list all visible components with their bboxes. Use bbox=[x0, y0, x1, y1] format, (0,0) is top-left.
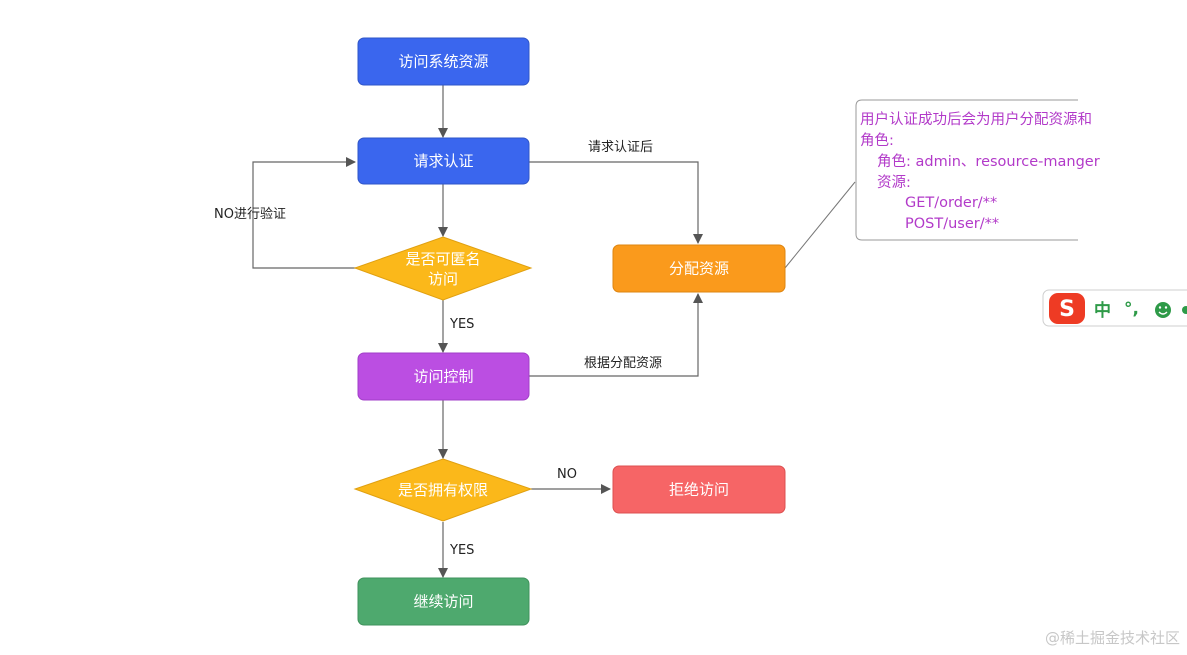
note-line-2: 角色: bbox=[860, 132, 894, 149]
node-continue-access[interactable]: 继续访问 bbox=[357, 577, 530, 626]
ime-more-icon[interactable] bbox=[1182, 306, 1187, 314]
ime-mode-toggle[interactable]: 中 bbox=[1094, 300, 1111, 321]
edge-anonymous-no-loop bbox=[252, 157, 356, 269]
note-line-1: 用户认证成功后会为用户分配资源和 bbox=[860, 111, 1092, 128]
ime-toolbar[interactable]: S 中 °, bbox=[1042, 289, 1187, 327]
edge-labels: 请求认证后 NO进行验证 YES 根据分配资源 NO YES bbox=[214, 140, 662, 558]
node-permission-check-label: 是否拥有权限 bbox=[398, 481, 488, 499]
label-after-auth: 请求认证后 bbox=[588, 140, 653, 155]
node-continue-access-label: 继续访问 bbox=[413, 593, 473, 611]
node-access-control-label: 访问控制 bbox=[413, 368, 473, 386]
ime-logo-icon: S bbox=[1049, 293, 1085, 324]
node-assign-resource[interactable]: 分配资源 bbox=[612, 244, 786, 293]
node-deny-access-label: 拒绝访问 bbox=[669, 481, 729, 499]
node-anonymous-check-label-1: 是否可匿名 bbox=[405, 250, 480, 268]
node-request-auth-label: 请求认证 bbox=[413, 152, 473, 170]
label-no-verify: NO进行验证 bbox=[214, 206, 286, 222]
label-no-permission: NO bbox=[557, 467, 577, 482]
node-permission-check[interactable]: 是否拥有权限 bbox=[353, 458, 533, 522]
smiley-icon[interactable] bbox=[1155, 302, 1171, 318]
node-access-control[interactable]: 访问控制 bbox=[357, 352, 530, 401]
annotation-note: 用户认证成功后会为用户分配资源和 角色: 角色: admin、resource-… bbox=[855, 99, 1100, 241]
node-anonymous-check-label-2: 访问 bbox=[428, 270, 458, 288]
note-line-3: 角色: admin、resource-manger bbox=[877, 153, 1100, 170]
note-line-6: POST/user/** bbox=[905, 216, 999, 232]
edges bbox=[252, 85, 856, 578]
node-anonymous-check[interactable]: 是否可匿名 访问 bbox=[353, 236, 533, 301]
label-yes-anonymous: YES bbox=[449, 317, 474, 332]
watermark: @稀土掘金技术社区 bbox=[1045, 629, 1180, 647]
ime-logo-letter: S bbox=[1059, 297, 1075, 322]
label-by-assigned: 根据分配资源 bbox=[584, 356, 662, 371]
node-request-auth[interactable]: 请求认证 bbox=[357, 137, 530, 185]
note-line-4: 资源: bbox=[877, 174, 911, 191]
edge-assign-to-note bbox=[784, 181, 856, 269]
label-yes-permission: YES bbox=[449, 543, 474, 558]
node-access-system-resource-label: 访问系统资源 bbox=[398, 53, 488, 71]
ime-punct-toggle[interactable]: °, bbox=[1124, 299, 1139, 319]
edge-auth-to-assign bbox=[529, 161, 703, 244]
node-deny-access[interactable]: 拒绝访问 bbox=[612, 465, 786, 514]
note-line-5: GET/order/** bbox=[905, 195, 997, 211]
node-access-system-resource[interactable]: 访问系统资源 bbox=[357, 37, 530, 86]
node-assign-resource-label: 分配资源 bbox=[669, 260, 729, 278]
edge-control-to-assign bbox=[529, 293, 703, 377]
